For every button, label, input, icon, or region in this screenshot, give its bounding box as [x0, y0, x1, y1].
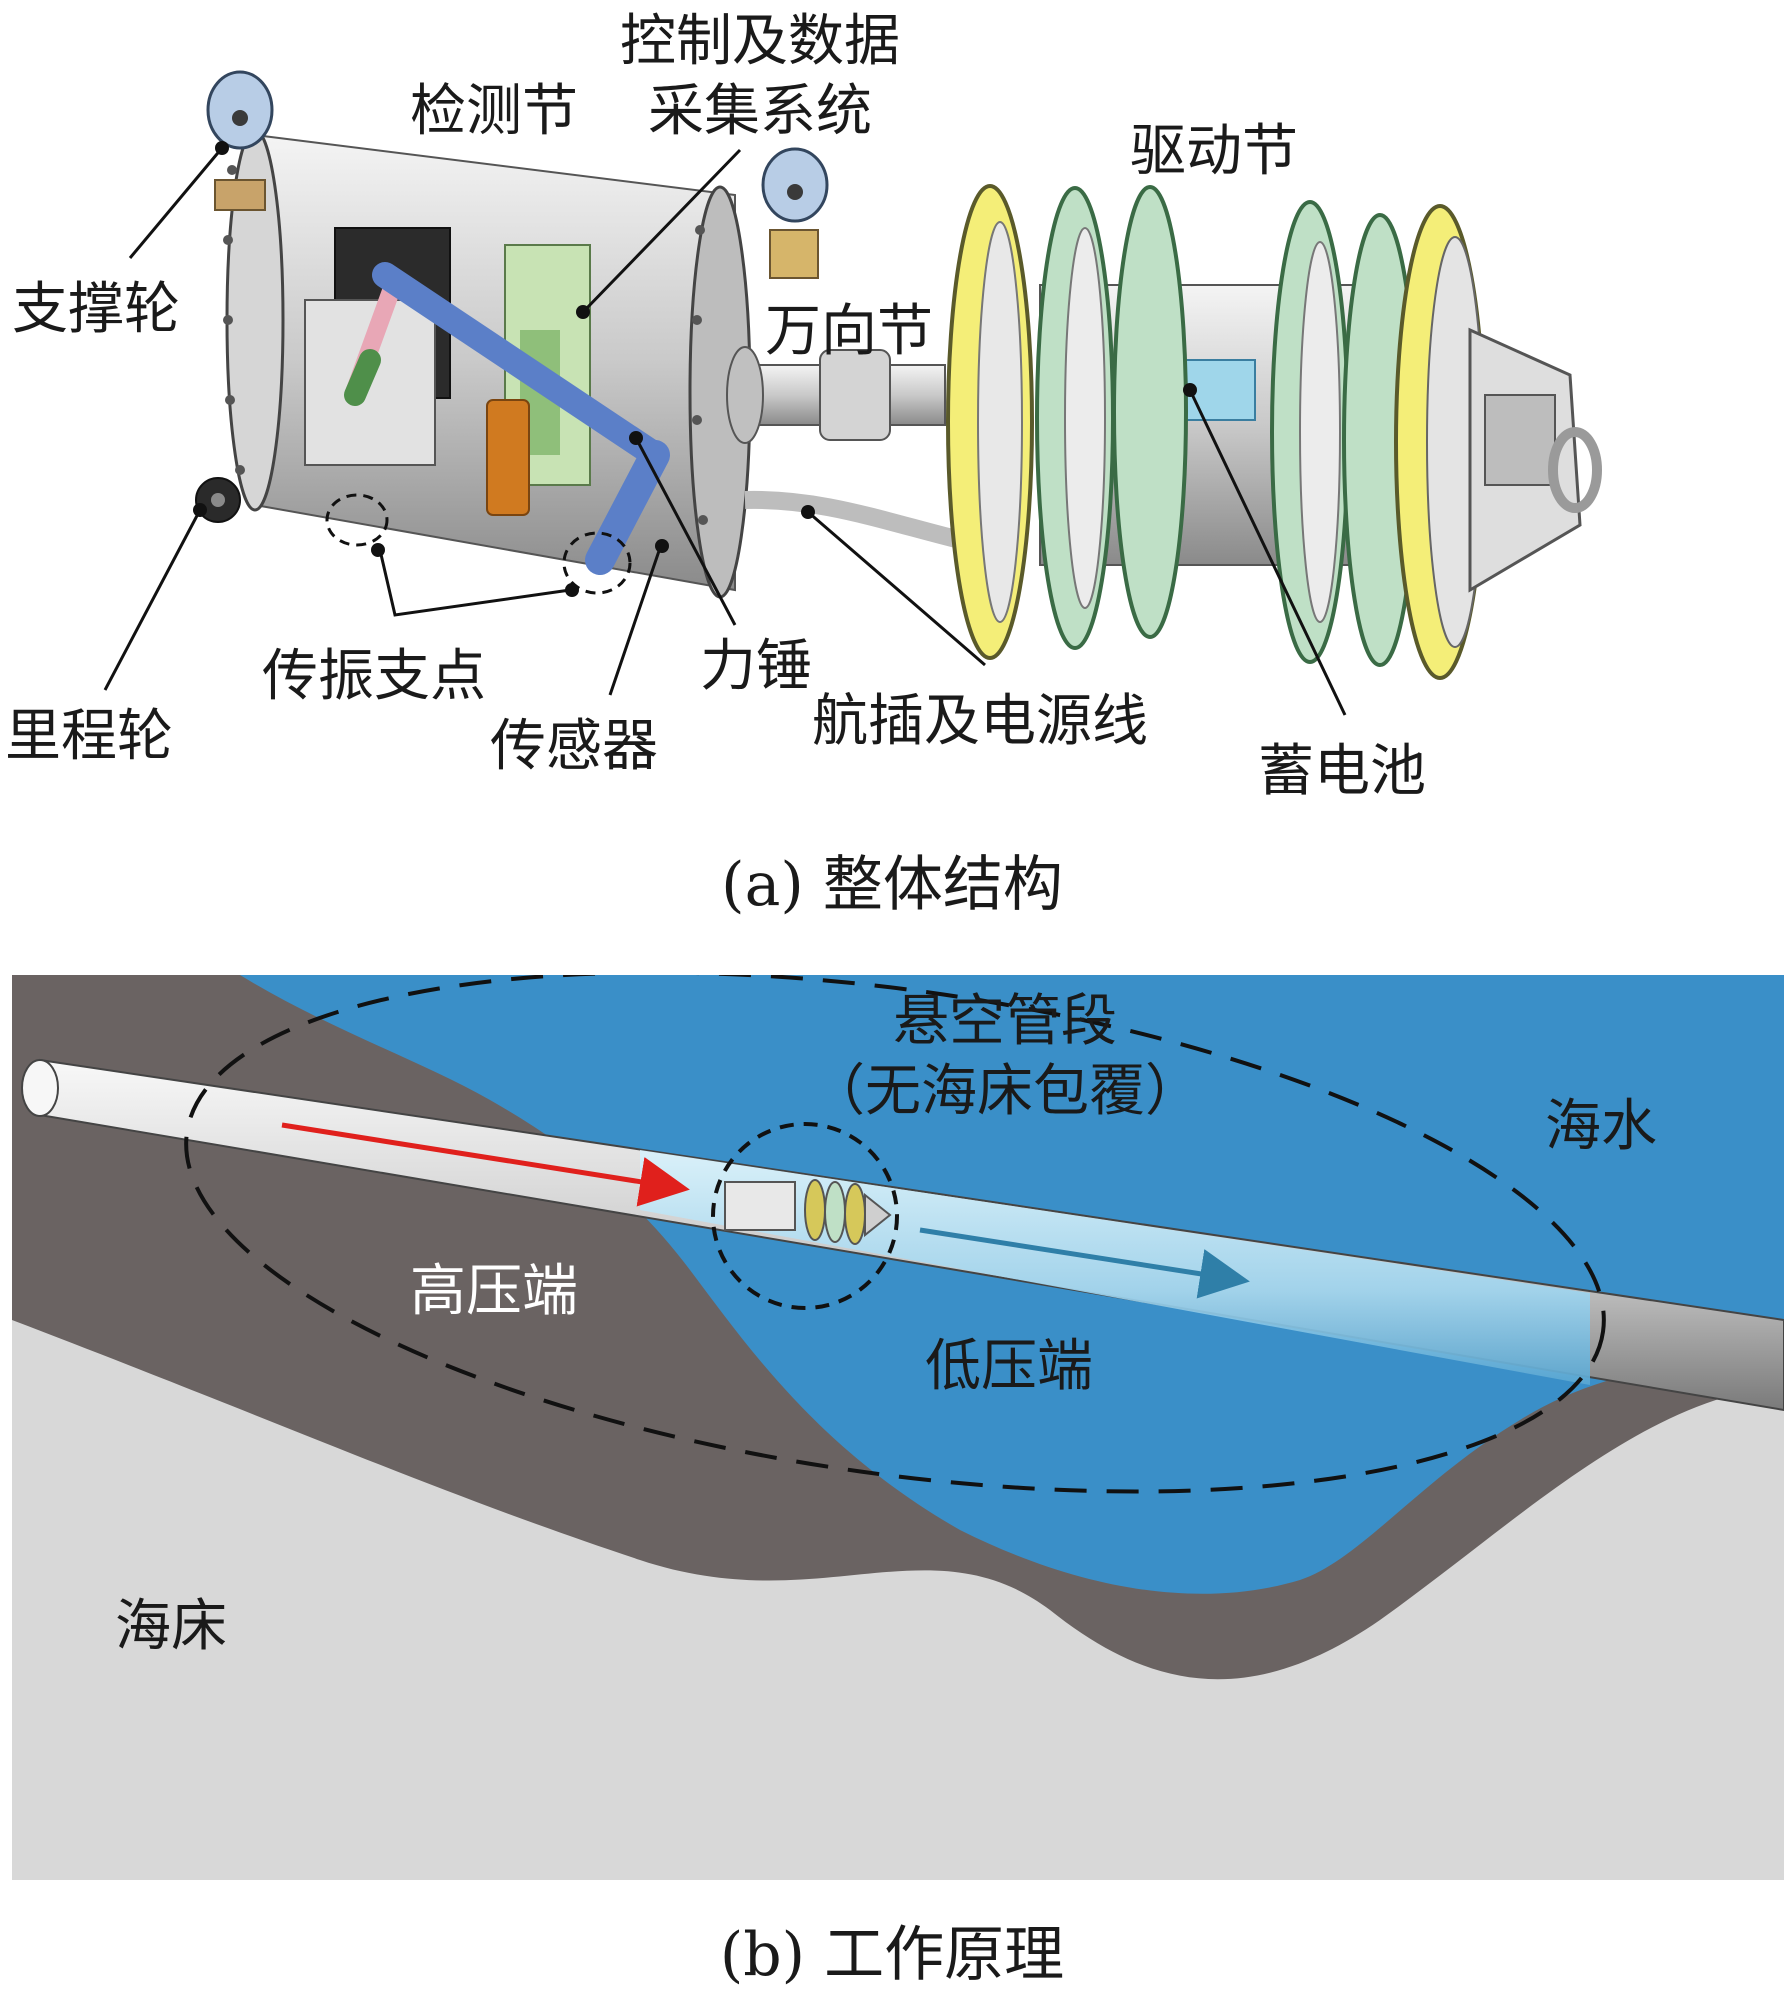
caption-a: (a) 整体结构 [721, 850, 1063, 920]
label-connector-cable: 航插及电源线 [812, 689, 1148, 754]
universal-joint [726, 346, 946, 444]
caption-b: (b) 工作原理 [720, 1920, 1064, 1990]
leader-lines [103, 141, 1347, 716]
label-universal-joint: 万向节 [765, 299, 933, 364]
label-free-span-line1: 悬空管段 [893, 989, 1117, 1054]
odometer-wheel [195, 477, 241, 523]
label-seawater: 海水 [1545, 1094, 1657, 1159]
free-span-ellipse [184, 975, 1606, 1494]
label-vibration-fulcrum: 传振支点 [262, 644, 486, 709]
flow-arrow-low [919, 1227, 1250, 1299]
detection-section [223, 128, 752, 599]
flow-arrow-high [281, 1122, 690, 1207]
label-control-line2: 采集系统 [648, 79, 872, 144]
panel-a-structure: 控制及数据 采集系统 检测节 驱动节 支撑轮 万向节 里程轮 传振支点 传感器 … [5, 9, 1602, 920]
panel-b-principle: 悬空管段 （无海床包覆） 海水 高压端 低压端 海床 (b) 工作原理 [12, 975, 1784, 1990]
label-battery: 蓄电池 [1258, 739, 1426, 804]
label-sensor: 传感器 [490, 714, 658, 779]
label-detection-section: 检测节 [410, 79, 578, 144]
label-odometer-wheel: 里程轮 [5, 704, 173, 769]
label-control-line1: 控制及数据 [620, 9, 900, 74]
label-low-pressure: 低压端 [925, 1334, 1093, 1399]
label-free-span-line2: （无海床包覆） [809, 1059, 1201, 1124]
robot-highlight-circle [711, 1122, 899, 1310]
label-hammer: 力锤 [700, 634, 812, 699]
hammer-arm [372, 262, 670, 575]
robot-in-pipe [724, 1179, 892, 1245]
drive-section [946, 184, 1602, 680]
support-wheel-top-left [206, 70, 274, 211]
seawater-area [240, 975, 1784, 1594]
fulcrum-circle-1 [325, 493, 389, 547]
label-drive-section: 驱动节 [1130, 119, 1298, 184]
support-wheel-top-right [761, 147, 829, 279]
connector-cable [744, 490, 963, 549]
label-seabed: 海床 [115, 1594, 227, 1659]
label-high-pressure: 高压端 [410, 1259, 578, 1324]
label-support-wheel: 支撑轮 [12, 277, 180, 342]
fulcrum-circle-2 [562, 531, 632, 595]
